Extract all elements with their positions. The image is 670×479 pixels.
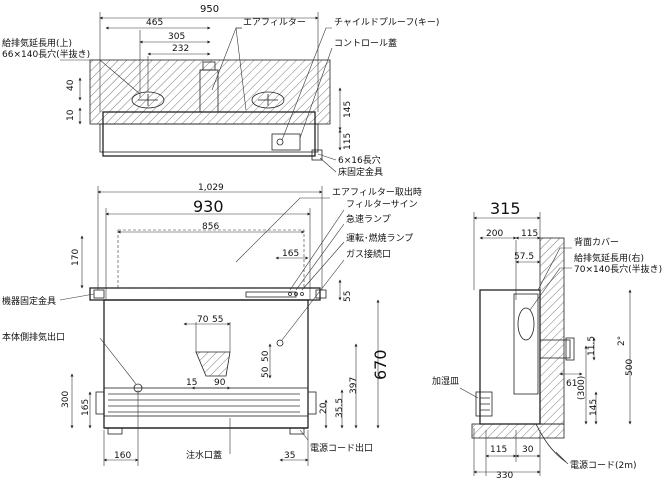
label-intake-pipe: 給排気延長用(上) [2, 37, 72, 49]
dim-232: 232 [172, 44, 189, 54]
label-humidifier-tray: 加湿皿 [432, 376, 459, 387]
label-power-outlet: 電源コード出口 [310, 442, 373, 454]
label-power-cord: 電源コード(2m) [570, 460, 637, 471]
label-mount-bracket: 機器固定金具 [2, 295, 56, 307]
label-intake-hole: 66×140長穴(半抜き) [2, 48, 90, 60]
dim-55b: 55 [212, 315, 223, 325]
dim-305: 305 [168, 32, 185, 42]
dim-500: 500 [625, 359, 635, 376]
top-view: 950 465 305 232 40 10 145 115 給排気延長用(上) … [2, 4, 439, 178]
label-child-proof: チャイルドプルーフ(キー) [334, 17, 439, 28]
dim-115-side: 115 [521, 229, 538, 239]
gas-port [276, 339, 284, 347]
label-intake-hole-right: 70×140長穴(半抜き) [574, 263, 662, 275]
label-filter-removal: エアフィルター取出時 [332, 186, 422, 198]
side-view: 315 200 115 57.5 500 11.5 2° 61 (300) 14… [432, 199, 662, 479]
humidifier-tray [475, 391, 493, 417]
dim-10: 10 [66, 109, 76, 121]
key-icon [276, 138, 284, 146]
dim-397: 397 [349, 377, 359, 394]
dim-950: 950 [200, 4, 219, 15]
label-rapid-lamp: 急速ランプ [346, 213, 391, 225]
floor-bracket [311, 149, 323, 161]
label-control-cover: コントロール蓋 [334, 37, 397, 49]
label-back-cover: 背面カバー [574, 236, 619, 248]
power-cord [535, 423, 567, 463]
label-gas-port: ガス接続口 [346, 248, 391, 260]
label-side-exhaust: 本体側排気出口 [2, 331, 65, 343]
side-intake-oval [517, 307, 535, 341]
dim-90: 90 [214, 378, 226, 388]
dim-30: 30 [522, 445, 534, 455]
label-air-filter: エアフィルター [243, 17, 306, 28]
label-filter-sign: フィルターサイン [346, 199, 418, 210]
label-floor-bracket: 床固定金具 [338, 166, 383, 178]
dim-670: 670 [371, 349, 390, 380]
dim-50a: 50 [261, 350, 271, 362]
dim-11-5: 11.5 [587, 336, 597, 356]
front-view: 1,029 930 856 170 165 55 70 55 50 50 670… [2, 183, 422, 466]
label-slot-6x16: 6×16長穴 [338, 154, 381, 166]
dim-315: 315 [490, 199, 521, 218]
top-wall-section [89, 59, 331, 125]
dim-35-front: 35 [284, 451, 295, 461]
dim-55-front: 55 [343, 291, 353, 302]
dim-170: 170 [71, 249, 81, 266]
mount-bracket [93, 289, 105, 299]
dim-40: 40 [66, 79, 76, 91]
dim-200: 200 [486, 229, 503, 239]
filter-removal-area [117, 229, 305, 289]
label-run-lamp: 運転･燃焼ランプ [346, 232, 413, 244]
dim-145-side: 145 [589, 399, 599, 416]
dim-160: 160 [114, 451, 131, 461]
dim-2deg: 2° [617, 336, 627, 346]
dim-165b: 165 [81, 399, 91, 416]
top-unit-inner [99, 123, 319, 153]
dim-145-top: 145 [343, 101, 353, 118]
label-drain-cover: 注水口蓋 [186, 449, 222, 461]
control-box [271, 133, 301, 151]
side-pipe [539, 339, 571, 359]
dim-115-top: 115 [343, 133, 353, 150]
grill-bars [108, 393, 300, 413]
dim-57-5: 57.5 [514, 252, 534, 262]
dim-50b: 50 [261, 366, 271, 378]
dim-165-front: 165 [282, 249, 299, 259]
dim-300-side: (300) [577, 376, 587, 400]
front-top-plate [89, 287, 321, 301]
dim-930: 930 [193, 197, 224, 216]
dim-70: 70 [197, 315, 209, 325]
dim-300-front: 300 [61, 391, 71, 408]
dim-330: 330 [496, 471, 513, 479]
intake-oval-right [251, 91, 285, 109]
dim-61: 61 [566, 379, 577, 389]
dim-15: 15 [186, 378, 197, 388]
dim-1029: 1,029 [198, 183, 224, 193]
dim-856: 856 [202, 222, 219, 232]
dim-115-bottom: 115 [490, 445, 507, 455]
dim-35-5: 35.5 [335, 398, 345, 418]
dim-20: 20 [319, 402, 329, 414]
label-intake-right: 給排気延長用(右) [574, 252, 644, 264]
side-wall-section [539, 237, 565, 425]
dim-465: 465 [146, 18, 163, 28]
exhaust-duct [195, 351, 231, 377]
